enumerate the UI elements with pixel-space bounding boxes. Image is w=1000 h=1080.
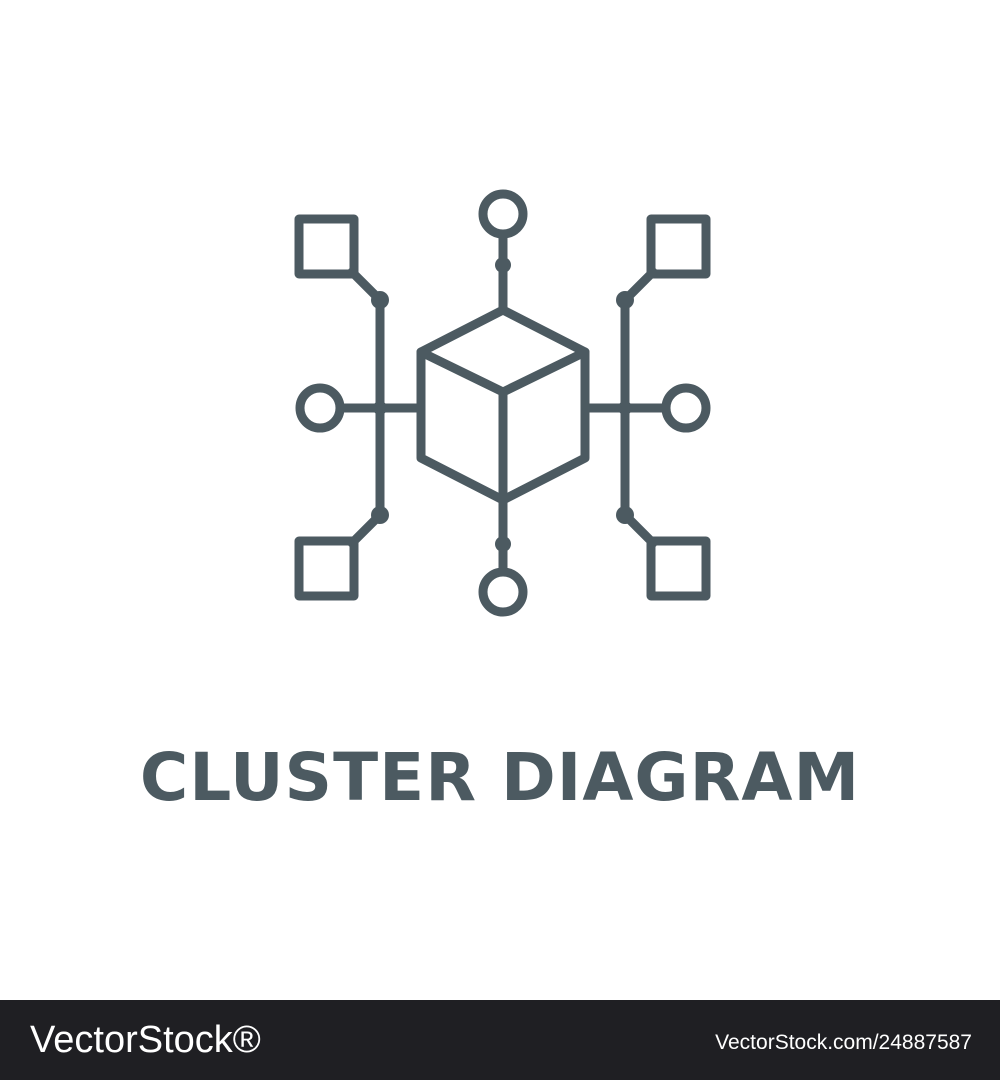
footer-bar: VectorStock® VectorStock.com/24887587: [0, 1000, 1000, 1080]
caption-title: CLUSTER DIAGRAM: [139, 739, 861, 816]
top-node: [478, 189, 528, 315]
left-bus: [295, 267, 426, 548]
cube-icon: [416, 305, 590, 505]
bottom-node: [478, 495, 528, 617]
junction-dots: [371, 257, 634, 552]
cluster-diagram-icon: [294, 189, 711, 617]
vectorstock-logo[interactable]: VectorStock®: [30, 1019, 261, 1061]
square-node-top-left: [294, 214, 359, 279]
square-node-bottom-left: [294, 536, 359, 601]
square-node-bottom-right: [646, 536, 711, 601]
square-node-top-right: [646, 214, 711, 279]
image-id-link[interactable]: VectorStock.com/24887587: [715, 1031, 972, 1054]
right-bus: [580, 267, 711, 548]
